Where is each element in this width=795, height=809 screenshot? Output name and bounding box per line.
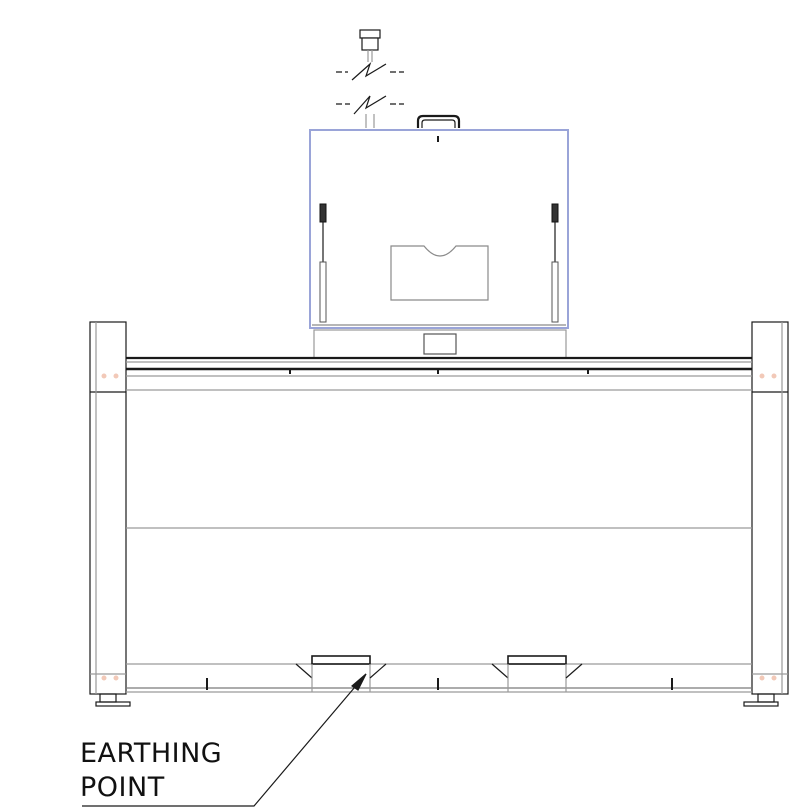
break-symbol-lower <box>336 95 404 128</box>
left-foot <box>95 693 131 707</box>
bottom-rail <box>126 663 752 693</box>
earthing-lug-right <box>491 655 583 692</box>
gas-strut-left <box>319 203 327 323</box>
earthing-leader-line <box>82 673 367 807</box>
earthing-point-label: EARTHING POINT <box>80 737 222 805</box>
cabinet-plinth <box>313 329 567 359</box>
top-rail <box>126 356 752 391</box>
document-pocket <box>390 245 489 301</box>
callout-line-1: EARTHING <box>80 738 223 769</box>
break-symbol-upper <box>336 62 404 81</box>
gas-strut-right <box>551 203 559 323</box>
top-connector <box>359 29 381 62</box>
main-frame <box>89 321 789 707</box>
callout-line-2: POINT <box>80 772 165 803</box>
reference-dots <box>101 373 777 681</box>
upper-cabinet[interactable] <box>309 129 569 329</box>
lid-handle <box>416 114 461 142</box>
earthing-lug-left <box>295 655 387 692</box>
right-foot <box>743 693 779 707</box>
